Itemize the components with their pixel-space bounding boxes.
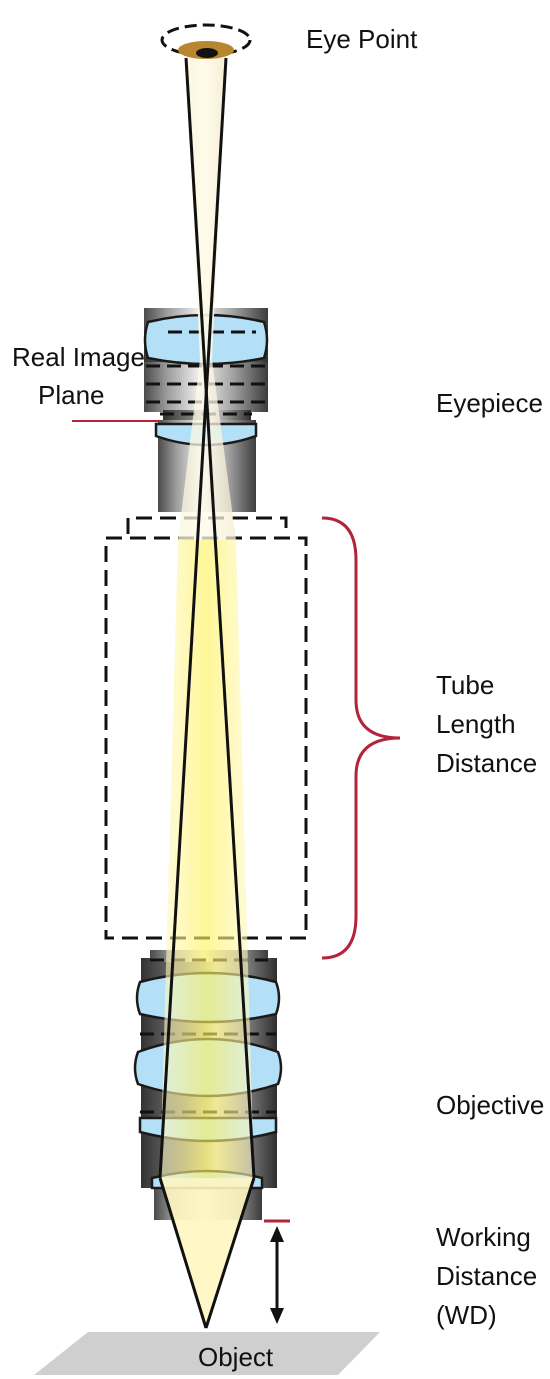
object-stage: [34, 1332, 380, 1375]
working-distance-marker: [264, 1219, 290, 1324]
eyepiece-label: Eyepiece: [436, 388, 543, 418]
working-distance-label-line1: Working: [436, 1222, 531, 1252]
tube-length-label-line1: Tube: [436, 670, 494, 700]
light-beam-objective: [160, 540, 254, 1178]
light-cone-lower: [160, 1178, 254, 1328]
tube-length-brace: [321, 516, 401, 960]
object-label: Object: [198, 1342, 274, 1372]
light-beam-tube: [178, 360, 236, 540]
working-distance-label-line2: Distance: [436, 1261, 537, 1291]
objective-label: Objective: [436, 1090, 544, 1120]
working-distance-label-line3: (WD): [436, 1300, 497, 1330]
real-image-plane-label-line2: Plane: [38, 380, 105, 410]
ray-lines: [158, 57, 256, 1329]
tube-length-label-line3: Distance: [436, 748, 537, 778]
tube-outline: [104, 516, 308, 940]
tube-length-label-line2: Length: [436, 709, 516, 739]
real-image-plane-label-line1: Real Image: [12, 342, 145, 372]
eye-point-icon: [160, 23, 252, 59]
eye-point-label: Eye Point: [306, 24, 418, 54]
light-beam-upper: [186, 58, 226, 360]
